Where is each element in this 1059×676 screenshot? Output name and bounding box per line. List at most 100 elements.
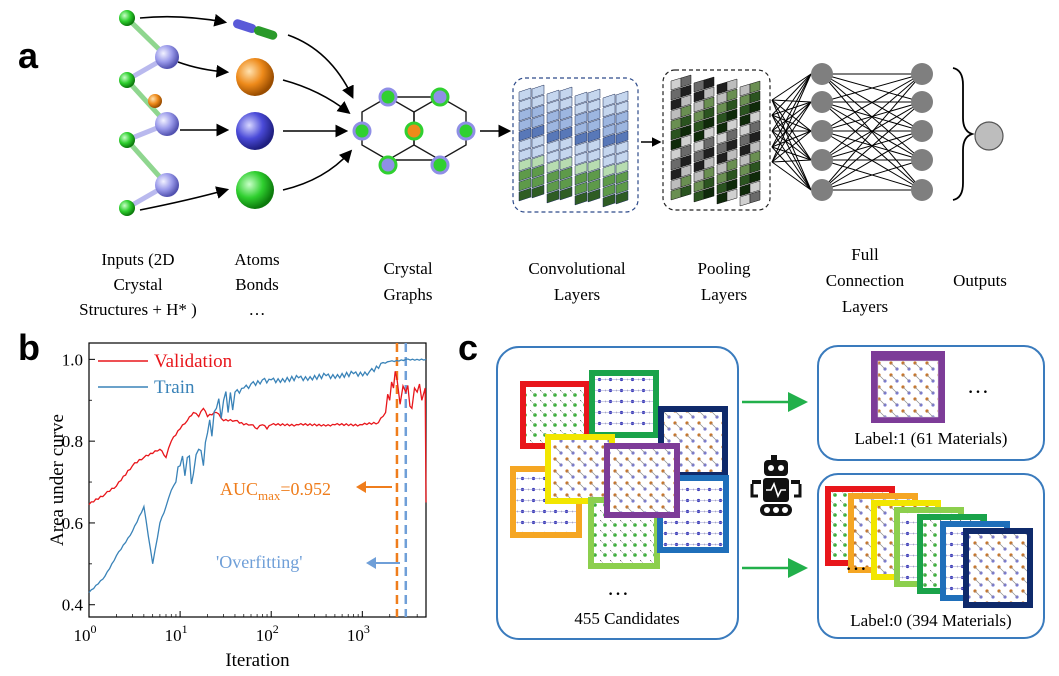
conv-cell — [574, 141, 588, 156]
label0-structures — [825, 486, 1033, 608]
conv-cell — [615, 160, 629, 175]
fc-node — [911, 179, 933, 201]
pool-cell — [680, 94, 692, 108]
pool-cell — [726, 118, 738, 132]
pool-cell — [749, 160, 761, 174]
conv-cell — [587, 148, 601, 163]
pool-cell — [680, 124, 692, 138]
conv-cell — [518, 117, 532, 132]
pool-cell — [726, 138, 738, 152]
fc-edge — [771, 159, 812, 163]
y-tick-label: 0.6 — [62, 514, 83, 533]
fc-edge — [771, 73, 812, 116]
bond-feature — [233, 19, 278, 40]
pool-cell — [680, 114, 692, 128]
conv-cell — [559, 106, 573, 121]
conv-cell — [602, 183, 616, 198]
atom-feature-orange — [236, 58, 274, 96]
fc-edge — [771, 73, 812, 101]
fc-edge — [771, 101, 812, 132]
panel-letter-c: c — [458, 327, 478, 368]
fc-node — [911, 91, 933, 113]
fully-connected-network — [771, 63, 933, 201]
pool-cell — [703, 76, 715, 90]
conv-cell — [531, 134, 545, 149]
pool-cell — [703, 146, 715, 160]
fc-edge — [771, 114, 812, 132]
conv-cell — [518, 167, 532, 182]
chart-annotations: AUCmax=0.952 'Overfitting' — [216, 479, 400, 572]
conv-cell — [546, 179, 560, 194]
conv-cell — [574, 191, 588, 206]
fc-edge — [771, 146, 812, 191]
conv-cell — [587, 98, 601, 113]
x-tick-label: 103 — [347, 622, 370, 645]
feature-column — [233, 19, 278, 209]
pool-cell — [749, 170, 761, 184]
conv-cell — [546, 169, 560, 184]
fc-edge — [771, 73, 812, 148]
caption-full-1: Full — [851, 245, 879, 264]
output-brace — [952, 67, 975, 201]
pool-cell — [749, 140, 761, 154]
pool-cell — [703, 166, 715, 180]
conv-cell — [531, 174, 545, 189]
conv-cell — [574, 121, 588, 136]
conv-cell — [531, 124, 545, 139]
conv-cell — [531, 154, 545, 169]
conv-cell — [559, 156, 573, 171]
conv-cell — [615, 110, 629, 125]
conv-cell — [518, 187, 532, 202]
panel-letter-a: a — [18, 35, 39, 76]
pool-cell — [726, 98, 738, 112]
fc-edge — [821, 73, 923, 132]
conv-cell — [531, 104, 545, 119]
legend-label: Train — [154, 377, 195, 398]
atom-purple — [155, 173, 179, 197]
pool-cell — [680, 84, 692, 98]
fc-node — [911, 63, 933, 85]
fc-edge — [771, 130, 812, 163]
pool-cell — [703, 126, 715, 140]
caption-pool-1: Pooling — [698, 259, 751, 278]
fc-edge — [821, 159, 923, 191]
pool-cell — [703, 106, 715, 120]
pool-cell — [726, 88, 738, 102]
fc-edge — [771, 101, 812, 116]
panel-a: a — [18, 10, 1007, 319]
fc-edge — [821, 101, 923, 161]
label0-ellipsis: … — [845, 550, 867, 575]
fc-node — [911, 120, 933, 142]
fc-node — [811, 179, 833, 201]
conv-cell — [587, 108, 601, 123]
conv-cell — [615, 150, 629, 165]
caption-conv-2: Layers — [554, 285, 600, 304]
fc-edge — [821, 73, 923, 161]
fc-edge — [771, 114, 812, 161]
conv-cell — [602, 93, 616, 108]
conv-cell — [615, 190, 629, 205]
atom-green — [119, 72, 135, 88]
atom-feature-green — [236, 171, 274, 209]
fc-edge — [771, 146, 812, 161]
pool-cell — [726, 108, 738, 122]
conv-cell — [574, 91, 588, 106]
input-crystal-chain — [119, 10, 179, 216]
conv-cell — [546, 159, 560, 174]
conv-cell — [615, 170, 629, 185]
conv-cell — [587, 158, 601, 173]
conv-cell — [615, 180, 629, 195]
conv-cell — [518, 87, 532, 102]
fc-node — [811, 120, 833, 142]
pool-cell — [749, 110, 761, 124]
conv-cell — [518, 127, 532, 142]
fc-edge — [821, 101, 923, 191]
label1-text: Label:1 (61 Materials) — [855, 429, 1008, 448]
pool-cell — [726, 158, 738, 172]
conv-cell — [602, 193, 616, 208]
x-tick-label: 102 — [256, 622, 279, 645]
pool-cell — [703, 186, 715, 200]
series-line-train — [88, 358, 427, 593]
conv-cell — [546, 109, 560, 124]
